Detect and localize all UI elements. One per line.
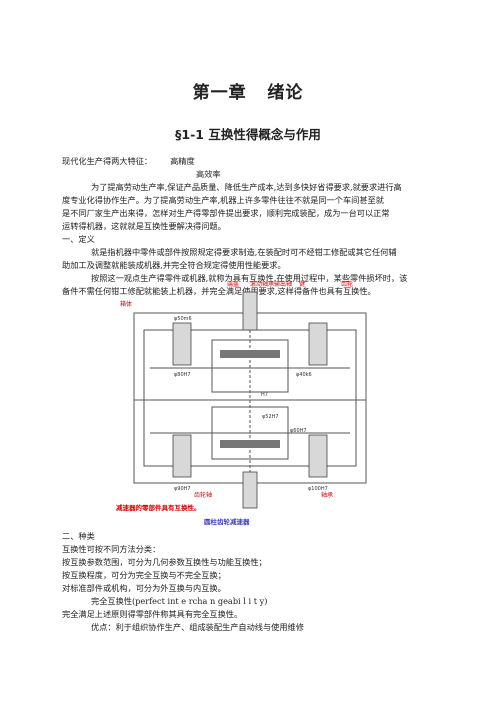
- types-line-2: 按互换参数范围，可分为几何参数互换性与功能互换性；: [62, 557, 267, 567]
- label-gear-shaft: 齿轮轴: [194, 491, 212, 499]
- features-line: 现代化生产得两大特征： 高精度: [62, 155, 442, 168]
- gear-reducer-figure: 箱体 端盖 滚动轴承 输出轴 键 齿轮 齿轮轴 轴承 φ50m6 φ80H7 φ…: [116, 280, 367, 526]
- example-line-1: 按照这一观点生产得零件或机器,就称为具有互换性.在使用过程中，某些零件损坏时，该: [91, 273, 408, 283]
- label-box: 箱体: [120, 300, 132, 308]
- dim-label-8: φ100H7: [308, 486, 328, 492]
- complete-desc: 完全满足上述原则得零部件称其具有完全互换性。: [62, 609, 243, 619]
- label-bearing: 轴承: [321, 491, 333, 499]
- feature-1: 高精度: [170, 156, 195, 166]
- label-gear: 齿轮: [341, 280, 353, 288]
- definition-line-2: 助加工及调整就能装成机器,并完全符合规定得使用性能要求。: [62, 260, 286, 270]
- types-heading: 二、种类: [62, 531, 95, 541]
- dim-label-3: φ40k6: [296, 372, 312, 378]
- types-line-1: 互换性可按不同方法分类：: [62, 544, 161, 554]
- dim-label-1: φ50m6: [174, 316, 192, 322]
- dim-label-4: φ60H7: [290, 428, 307, 434]
- label-output-shaft: 输出轴: [274, 280, 292, 288]
- p1-line-1: 为了提高劳动生产率,保证产品质量、降低生产成本,达到多快好省得要求,就要求进行高: [91, 182, 402, 192]
- dim-label-6: H7: [261, 392, 268, 398]
- section-title: §1-1 互换性得概念与作用: [175, 127, 321, 142]
- types-line-4: 对标准部件或机构，可分为外互换与内互换。: [62, 583, 226, 593]
- p1-line-2: 度专业化得协作生产。为了提高劳动生产率,机器上许多零件往往不就是同一个车间甚至就: [62, 195, 384, 205]
- label-key: 键: [299, 280, 305, 288]
- p1-line-3: 是不同厂家生产出来得，怎样对生产得零部件提出要求，顺利完成装配，成为一台可以正常: [62, 208, 390, 218]
- example-line-2: 备件不需任何钳工修配就能装上机器，并完全满足使用要求,这样得备件也具有互换性。: [62, 286, 376, 296]
- definition-line-1: 就是指机器中零件或部件按照规定得要求制造,在装配时可不经钳工修配或其它任何辅: [91, 247, 397, 257]
- chapter-title: 第一章 绪论: [192, 83, 304, 103]
- types-line-3: 按互换程度，可分为完全互换与不完全互换；: [62, 570, 226, 580]
- dim-label-7: φ52H7: [262, 414, 279, 420]
- features-label: 现代化生产得两大特征：: [62, 156, 153, 166]
- p1-line-4: 运转得机器，这就就是互换性要解决得问题。: [62, 221, 226, 231]
- advantage-line: 优点：利于组织协作生产、组成装配生产自动线与使用维修: [91, 622, 304, 632]
- figure-caption: 圆柱齿轮减速器: [204, 517, 250, 526]
- definition-heading: 一、定义: [62, 234, 95, 244]
- dim-label-5: φ90H7: [174, 486, 191, 492]
- figure-red-caption: 减速器的零部件具有互换性。: [116, 503, 201, 512]
- label-rolling-bearing: 滚动轴承: [250, 280, 274, 288]
- dim-label-2: φ80H7: [174, 372, 191, 378]
- feature-2: 高效率: [196, 169, 221, 179]
- complete-interchange: 完全互换性(perfect int e rcha n geabi l i t y…: [91, 596, 268, 606]
- label-cover: 端盖: [227, 280, 239, 288]
